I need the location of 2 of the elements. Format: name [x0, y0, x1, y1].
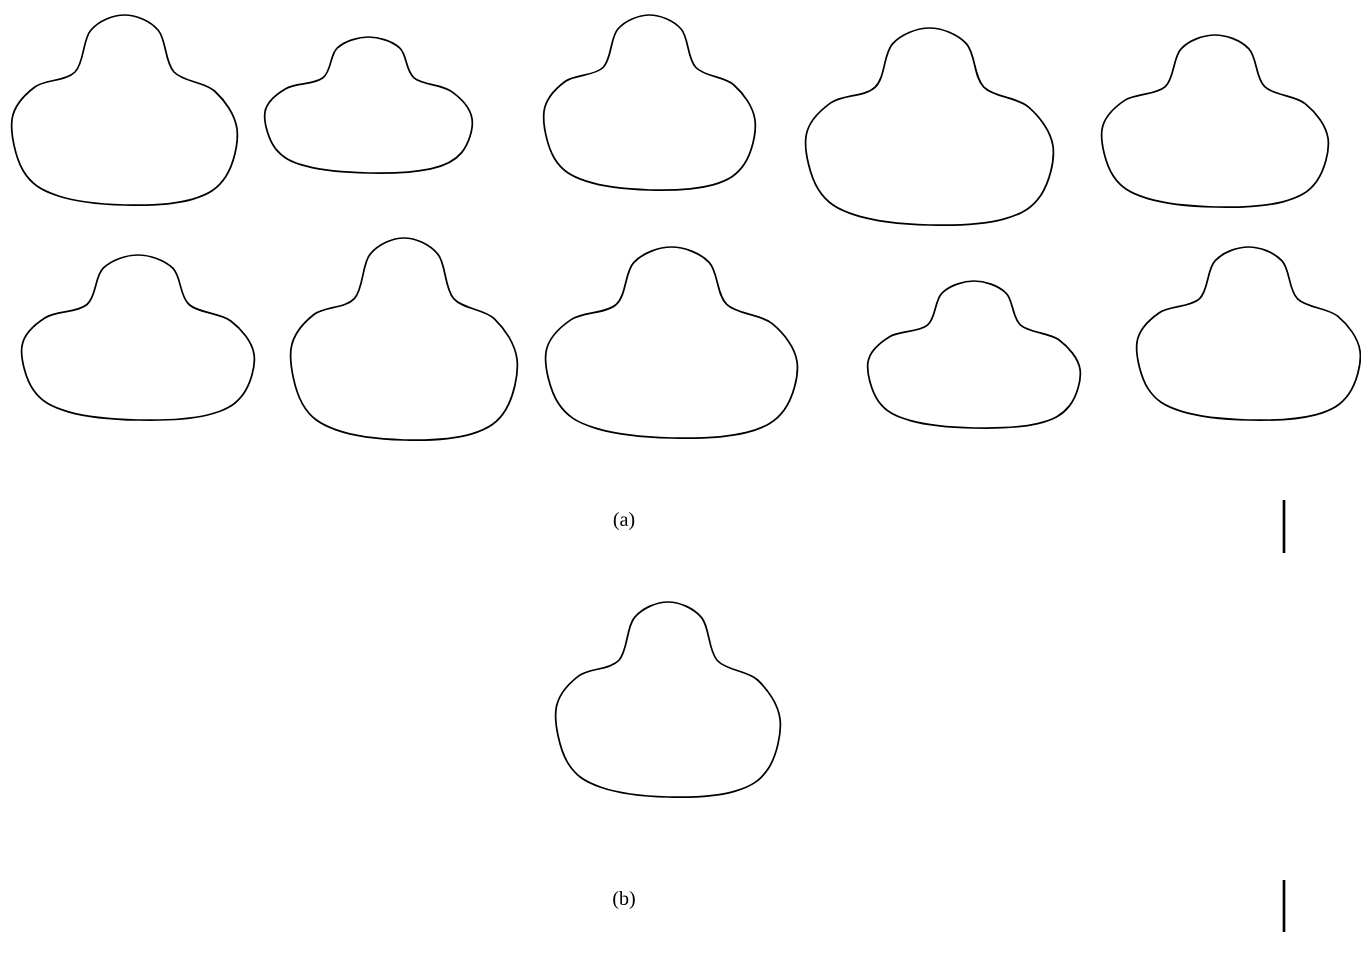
panel-label: (b) [613, 890, 635, 910]
panel-label: (a) [613, 511, 635, 531]
